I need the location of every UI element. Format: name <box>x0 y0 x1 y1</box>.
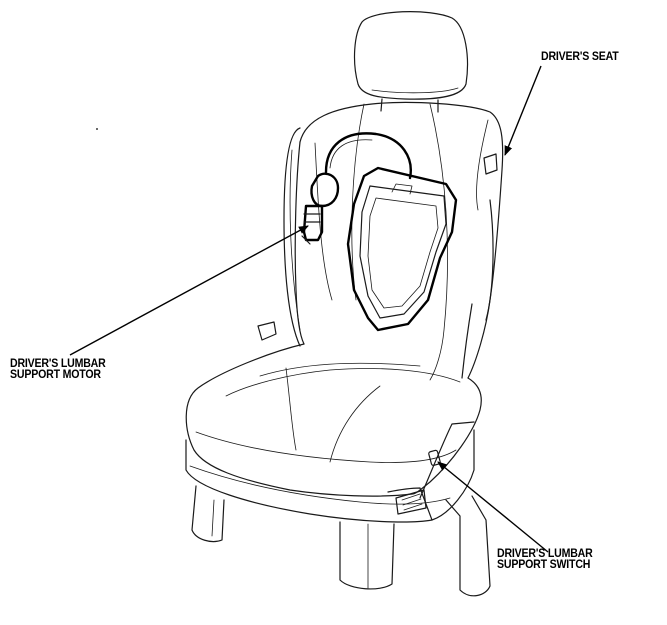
speck-mark <box>96 128 98 130</box>
lumbar-support-unit <box>324 132 458 332</box>
label-drivers-seat: DRIVER'S SEAT <box>541 51 619 63</box>
seat-base <box>185 421 491 597</box>
leader-drivers-seat <box>504 65 542 156</box>
label-lumbar-switch-line1: DRIVER'S LUMBAR <box>497 548 593 560</box>
headrest <box>353 11 469 113</box>
label-lumbar-motor-line1: DRIVER'S LUMBAR <box>10 358 106 370</box>
lumbar-motor <box>301 172 340 245</box>
seat-cushion <box>185 303 482 497</box>
leader-lumbar-switch <box>437 461 549 553</box>
backrest <box>257 101 504 381</box>
leader-lumbar-motor <box>69 225 309 356</box>
label-lumbar-motor-line2: SUPPORT MOTOR <box>10 369 101 381</box>
label-lumbar-switch-line2: SUPPORT SWITCH <box>497 559 591 571</box>
